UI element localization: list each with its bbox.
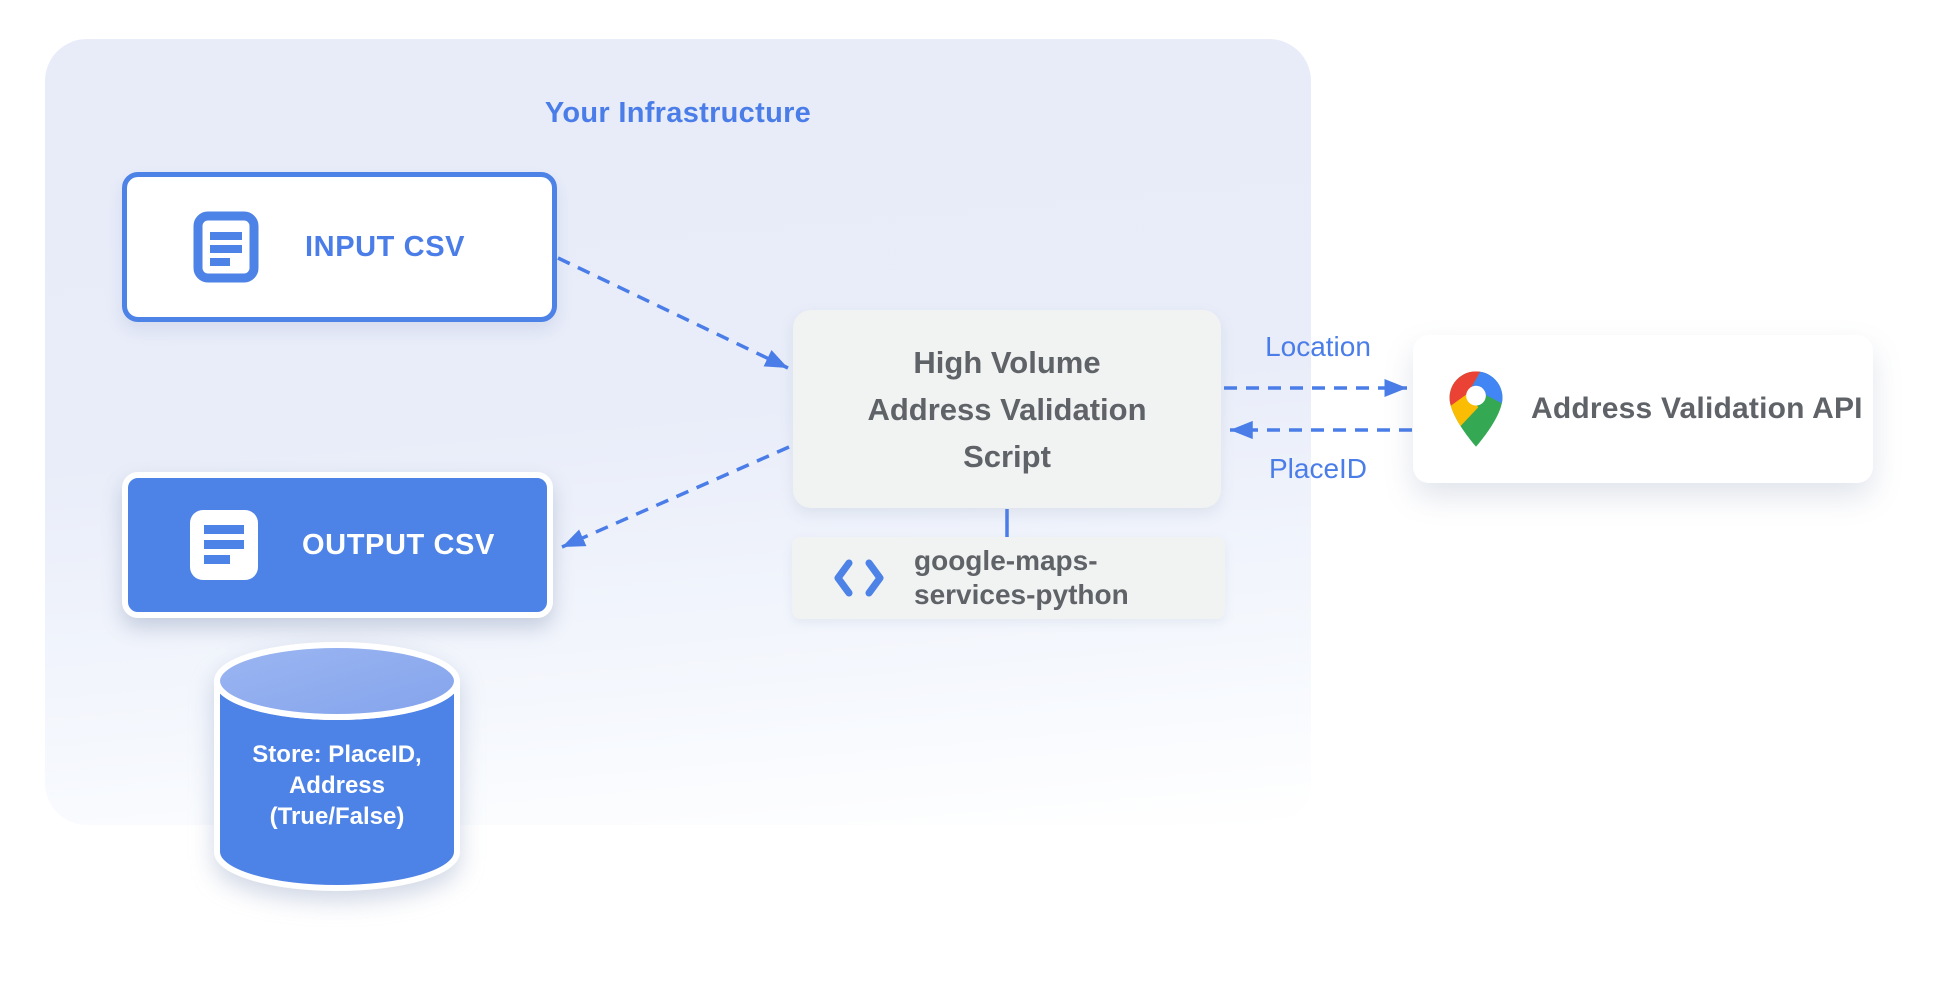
edge-label-location: Location bbox=[1265, 331, 1371, 362]
code-icon bbox=[834, 559, 884, 597]
datastore-line1: Store: PlaceID, bbox=[252, 741, 422, 768]
node-library: google-maps- services-python bbox=[792, 537, 1225, 619]
script-label-line3: Script bbox=[963, 438, 1051, 474]
node-validation-script: High Volume Address Validation Script bbox=[793, 310, 1221, 508]
zone-title: Your Infrastructure bbox=[544, 97, 812, 129]
datastore-line3: (True/False) bbox=[269, 803, 405, 830]
script-label-line1: High Volume bbox=[913, 344, 1101, 380]
google-maps-pin-icon bbox=[1449, 371, 1503, 447]
node-address-validation-api: Address Validation API bbox=[1413, 335, 1873, 483]
node-input-csv-label: INPUT CSV bbox=[305, 230, 466, 263]
datastore-line2: Address bbox=[288, 772, 386, 799]
edge-label-placeid: PlaceID bbox=[1268, 453, 1368, 484]
node-output-csv: OUTPUT CSV bbox=[122, 472, 553, 618]
node-input-csv: INPUT CSV bbox=[122, 172, 557, 322]
library-label-line1: google-maps- bbox=[914, 545, 1098, 576]
document-icon bbox=[190, 510, 258, 580]
library-label: google-maps- services-python bbox=[914, 544, 1129, 612]
database-cylinder-icon bbox=[214, 642, 460, 891]
node-api-label: Address Validation API bbox=[1531, 392, 1863, 425]
script-label-line2: Address Validation bbox=[867, 391, 1147, 427]
document-icon bbox=[193, 211, 259, 283]
datastore-label: Store: PlaceID, Address (True/False) bbox=[217, 739, 457, 832]
node-output-csv-label: OUTPUT CSV bbox=[302, 528, 495, 561]
library-label-line2: services-python bbox=[914, 579, 1129, 610]
